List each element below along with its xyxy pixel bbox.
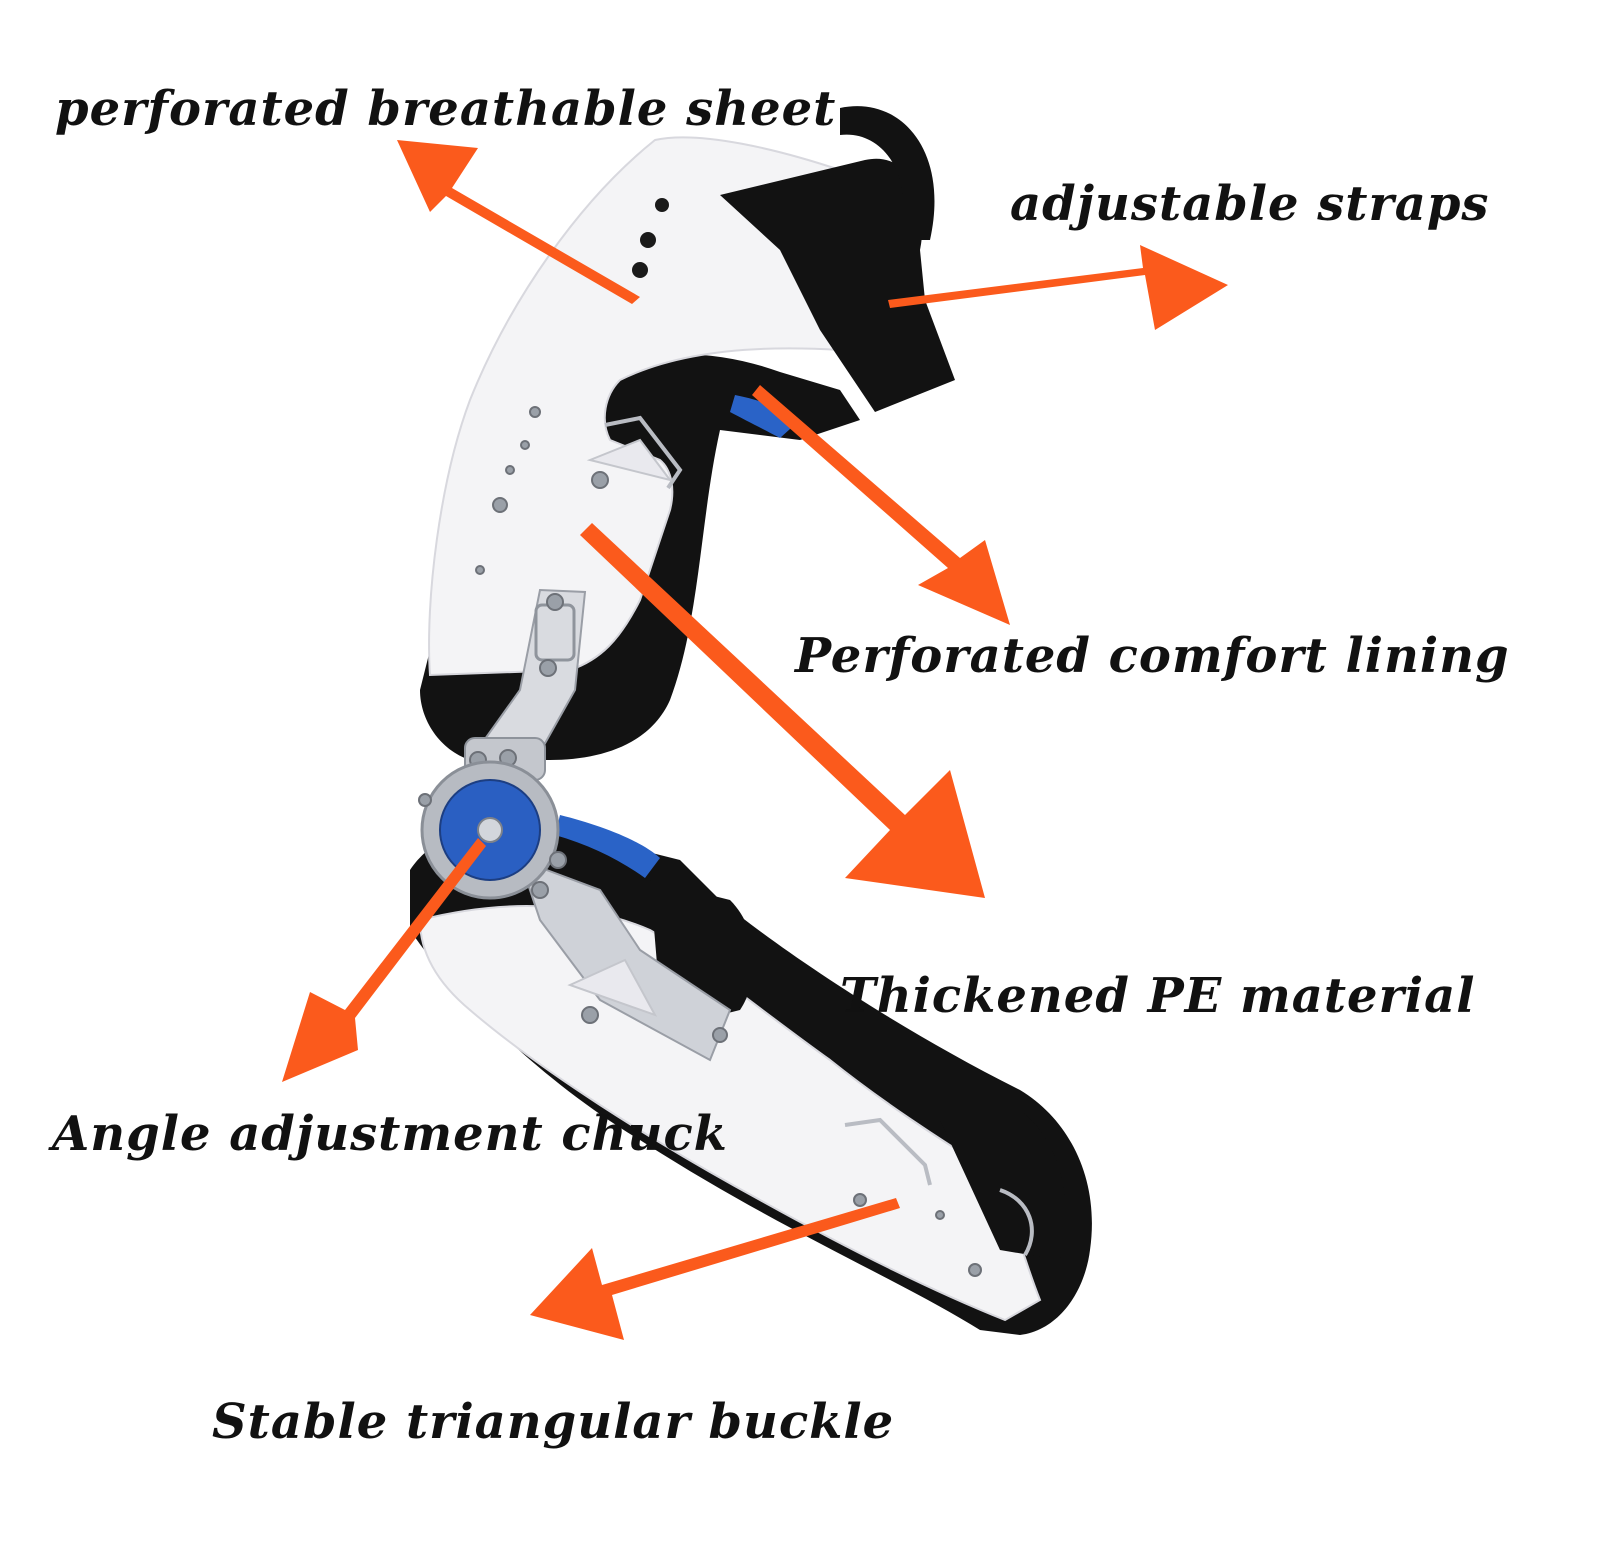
upper-strap <box>720 158 955 412</box>
arrow-angle-chuck <box>282 838 486 1082</box>
forearm-d-ring-lower <box>999 1188 1034 1257</box>
arrow-pe-material <box>580 523 985 898</box>
arrow-perforated-sheet <box>397 140 640 304</box>
upper-triangle-plate <box>586 438 673 482</box>
label-triangular-buckle: Stable triangular buckle <box>212 1394 895 1450</box>
label-comfort-lining: Perforated comfort lining <box>795 628 1510 684</box>
arrow-triangular-buckle <box>530 1198 900 1340</box>
arrows <box>282 140 1228 1340</box>
rivets-upper <box>475 406 609 575</box>
label-perforated-sheet: perforated breathable sheet <box>55 81 837 137</box>
forearm-lining-accent <box>555 815 660 878</box>
perforations-upper <box>632 198 669 278</box>
hinge <box>418 737 567 900</box>
label-angle-chuck: Angle adjustment chuck <box>52 1106 728 1162</box>
arrow-adjustable-straps <box>888 245 1228 330</box>
rivets-forearm <box>581 1006 982 1277</box>
arrow-comfort-lining <box>752 385 1010 625</box>
label-pe-material: Thickened PE material <box>840 968 1476 1024</box>
forearm-d-ring <box>844 1117 932 1186</box>
forearm-triangle-plate <box>567 958 658 1017</box>
label-adjustable-straps: adjustable straps <box>1010 176 1490 232</box>
upper-strap-loop <box>840 106 935 240</box>
upper-d-ring <box>604 415 683 490</box>
upper-lining-accent <box>730 395 800 438</box>
forearm-lower-strap <box>940 1110 1066 1260</box>
